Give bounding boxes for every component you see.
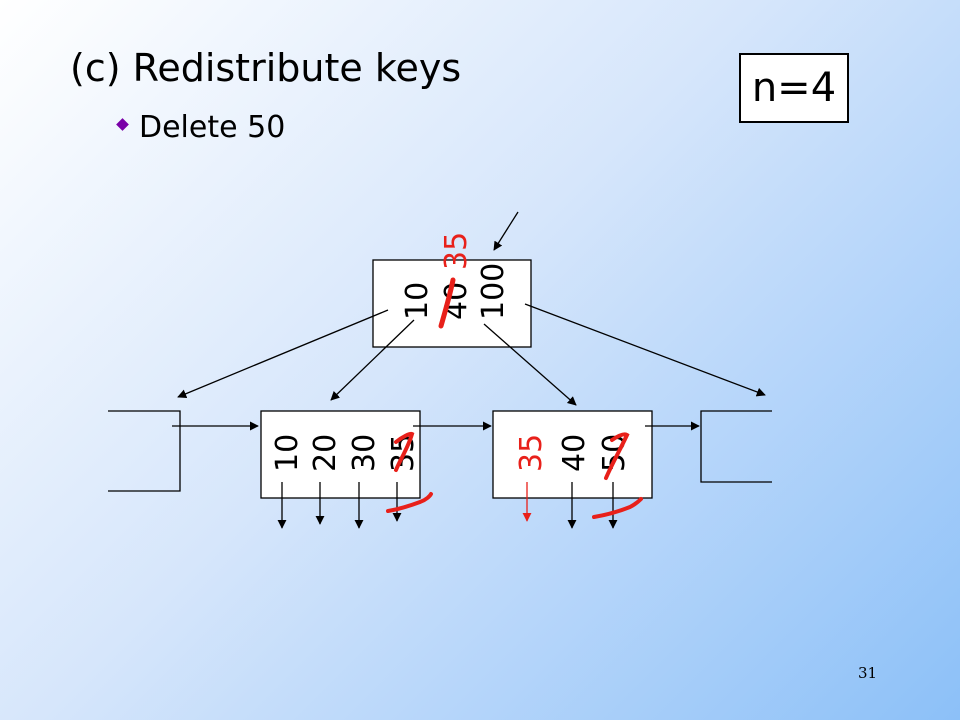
root-replacement-key: 35 — [439, 232, 474, 270]
root-strike-mark — [438, 277, 456, 329]
root-pointer-far-left — [177, 309, 389, 399]
left-leaf-added-mark — [394, 431, 415, 472]
root-pointer-left-leaf — [330, 319, 415, 401]
left-leaf-key-1: 10 — [270, 434, 305, 472]
far-left-node — [108, 410, 181, 492]
slide-title: (c) Redistribute keys — [70, 46, 462, 90]
far-right-node — [700, 410, 772, 483]
left-leaf-key-2: 20 — [308, 434, 343, 472]
left-leaf-pointer-mark — [386, 492, 433, 513]
right-leaf-strike-mark — [604, 432, 630, 480]
right-leaf-moved-key: 35 — [514, 434, 549, 472]
bullet-item: Delete 50 — [116, 110, 286, 145]
left-leaf-key-3: 30 — [347, 434, 382, 472]
left-leaf-node — [260, 410, 421, 499]
root-key-1: 10 — [400, 282, 435, 320]
root-node — [372, 259, 532, 348]
n-value-box: n=4 — [739, 53, 849, 123]
slide-number: 31 — [858, 664, 878, 682]
root-pointer-far-right — [524, 303, 766, 397]
root-key-3: 100 — [476, 263, 511, 320]
incoming-pointer-arrow — [493, 211, 519, 251]
bullet-text: Delete 50 — [139, 110, 286, 145]
right-leaf-pointer-mark — [592, 497, 643, 519]
right-leaf-key-2: 40 — [557, 434, 592, 472]
root-pointer-right-leaf — [483, 323, 577, 406]
